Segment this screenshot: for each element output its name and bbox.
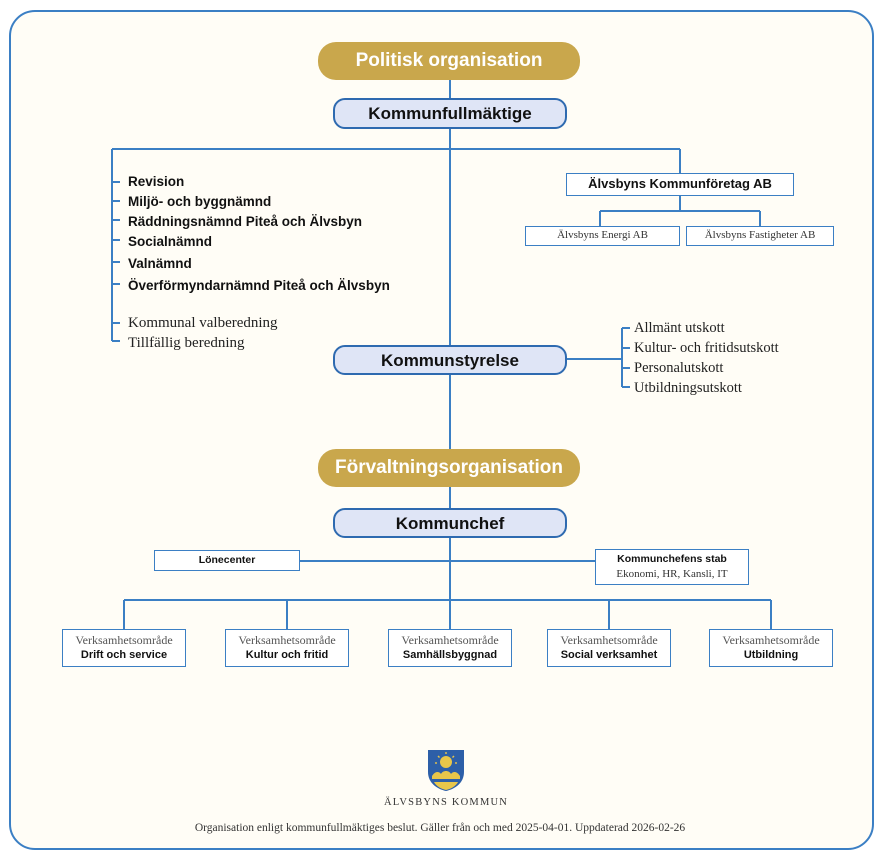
area-name: Drift och service xyxy=(80,649,168,661)
committee-item: Utbildningsutskott xyxy=(634,380,742,396)
board-item: Valnämnd xyxy=(128,256,192,271)
preparation-item: Tillfällig beredning xyxy=(128,335,245,351)
area-label: Verksamhetsområde xyxy=(722,633,820,647)
preparations-list: Kommunal valberedning Tillfällig beredni… xyxy=(128,313,278,353)
area-community-planning-box: Verksamhetsområde Samhällsbyggnad xyxy=(388,629,512,667)
area-name: Utbildning xyxy=(743,649,799,661)
footer-note: Organisation enligt kommunfullmäktiges b… xyxy=(194,822,686,834)
company-properties-box: Älvsbyns Fastigheter AB xyxy=(686,226,834,246)
area-label: Verksamhetsområde xyxy=(560,633,658,647)
executive-board-box: Kommunstyrelse xyxy=(333,345,567,375)
council-box: Kommunfullmäktige xyxy=(333,98,567,129)
board-item: Revision xyxy=(128,174,185,189)
area-label: Verksamhetsområde xyxy=(75,633,173,647)
area-education-box: Verksamhetsområde Utbildning xyxy=(709,629,833,667)
preparation-item: Kommunal valberedning xyxy=(128,315,278,331)
committee-item: Kultur- och fritidsutskott xyxy=(634,340,779,356)
staff-units: Ekonomi, HR, Kansli, IT xyxy=(616,568,728,580)
area-drift-service-box: Verksamhetsområde Drift och service xyxy=(62,629,186,667)
staff-title: Kommunchefens stab xyxy=(617,553,727,565)
area-label: Verksamhetsområde xyxy=(238,633,336,647)
area-culture-leisure-box: Verksamhetsområde Kultur och fritid xyxy=(225,629,349,667)
committees-list: Allmänt utskott Kultur- och fritidsutsko… xyxy=(634,318,779,398)
area-social-services-box: Verksamhetsområde Social verksamhet xyxy=(547,629,671,667)
logo-text: ÄLVSBYNS KOMMUN xyxy=(383,797,509,808)
committee-item: Allmänt utskott xyxy=(634,320,725,336)
board-item: Miljö- och byggnämnd xyxy=(128,194,272,209)
boards-list: Revision Miljö- och byggnämnd Räddningsn… xyxy=(128,172,390,296)
administrative-organisation-banner: Förvaltningsorganisation xyxy=(318,449,580,487)
company-energy-box: Älvsbyns Energi AB xyxy=(525,226,680,246)
political-organisation-banner: Politisk organisation xyxy=(318,42,580,80)
coat-of-arms-icon xyxy=(428,750,464,791)
area-name: Kultur och fritid xyxy=(245,649,329,661)
area-label: Verksamhetsområde xyxy=(401,633,499,647)
payroll-center-box: Lönecenter xyxy=(154,550,300,571)
staff-box: Kommunchefens stab Ekonomi, HR, Kansli, … xyxy=(595,549,749,585)
company-parent-box: Älvsbyns Kommunföretag AB xyxy=(566,173,794,196)
area-name: Social verksamhet xyxy=(560,649,658,661)
area-name: Samhällsbyggnad xyxy=(402,649,498,661)
board-item: Socialnämnd xyxy=(128,234,213,249)
board-item: Överförmyndarnämnd Piteå och Älvsbyn xyxy=(128,278,390,293)
committee-item: Personalutskott xyxy=(634,360,724,376)
municipal-manager-box: Kommunchef xyxy=(333,508,567,538)
board-item: Räddningsnämnd Piteå och Älvsbyn xyxy=(128,214,363,229)
